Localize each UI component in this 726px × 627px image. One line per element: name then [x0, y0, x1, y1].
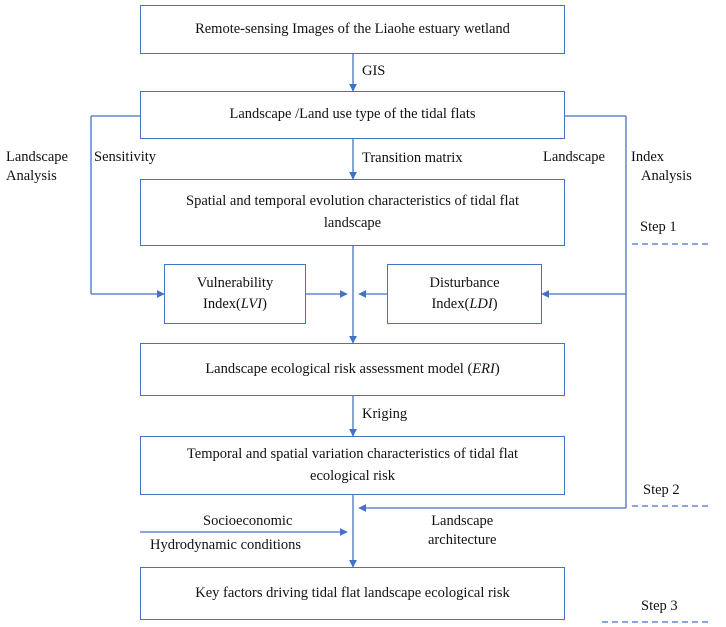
box-eri-model: Landscape ecological risk assessment mod…	[140, 343, 565, 396]
label-index-landscape: Landscape	[543, 149, 605, 165]
label-hydrodynamic: Hydrodynamic conditions	[150, 537, 302, 553]
box-evolution-characteristics: Spatial and temporal evolution character…	[140, 179, 565, 246]
label-index-analysis: Analysis	[641, 168, 692, 184]
box-vulnerability-index: Vulnerability Index(LVI)	[164, 264, 306, 324]
label-kriging: Kriging	[362, 406, 408, 422]
label-sensitivity: Sensitivity	[94, 149, 157, 165]
label-landscape-architecture: Landscape architecture	[428, 513, 497, 548]
box-disturbance-index: Disturbance Index(LDI)	[387, 264, 542, 324]
box-remote-sensing-images: Remote-sensing Images of the Liaohe estu…	[140, 5, 565, 54]
label-step-1: Step 1	[640, 219, 677, 235]
label-transition-matrix: Transition matrix	[362, 150, 463, 166]
label-index: Index	[631, 149, 665, 165]
label-sensitivity-landscape: Landscape	[6, 149, 68, 165]
label-gis: GIS	[362, 63, 386, 79]
label-step-3: Step 3	[641, 598, 678, 614]
box-land-use-type: Landscape /Land use type of the tidal fl…	[140, 91, 565, 139]
box-key-factors: Key factors driving tidal flat landscape…	[140, 567, 565, 620]
label-sensitivity-analysis: Analysis	[6, 168, 57, 184]
label-step-2: Step 2	[643, 482, 680, 498]
box-variation-characteristics: Temporal and spatial variation character…	[140, 436, 565, 495]
label-socioeconomic: Socioeconomic	[203, 513, 293, 529]
